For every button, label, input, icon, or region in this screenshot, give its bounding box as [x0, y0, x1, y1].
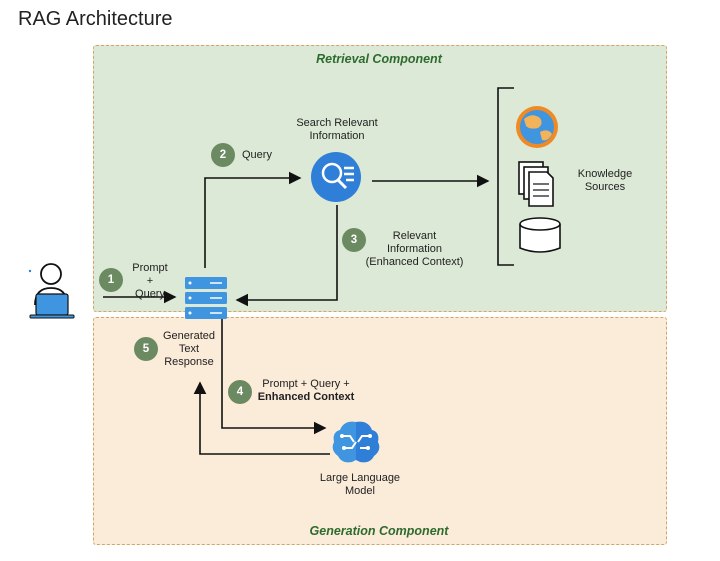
prompt-query-line-2: + [146, 275, 154, 287]
knowledge-sources-label: Knowledge Sources [565, 168, 645, 194]
retrieval-panel-title: Retrieval Component [316, 52, 442, 66]
globe-icon [516, 106, 558, 148]
step-3-badge: 3 [342, 228, 366, 252]
generated-response-line-2: Text [178, 343, 200, 355]
prompt-query-line-1: Prompt [132, 262, 168, 274]
user-at-laptop-icon [28, 263, 75, 319]
generated-response-line-1: Generated [163, 330, 215, 342]
knowledge-sources-line-1: Knowledge [577, 168, 633, 180]
step-1-badge: 1 [99, 268, 123, 292]
llm-line-1: Large Language [319, 472, 401, 484]
step-2-badge: 2 [211, 143, 235, 167]
relevant-info-line-2: Information [386, 243, 443, 255]
documents-icon [518, 161, 554, 207]
step-4-badge: 4 [228, 380, 252, 404]
llm-label: Large Language Model [305, 472, 415, 498]
search-list-icon [311, 152, 361, 202]
server-stack-icon [185, 277, 227, 319]
database-icon [519, 217, 561, 253]
prompt-query-line-3: Query [135, 288, 165, 300]
query-label: Query [242, 149, 272, 161]
generation-panel [93, 317, 667, 545]
prompt-query-context-label: Prompt + Query + Enhanced Context [254, 378, 358, 404]
knowledge-sources-line-2: Sources [584, 181, 626, 193]
relevant-info-line-3: (Enhanced Context) [365, 256, 464, 268]
relevant-info-line-1: Relevant [392, 230, 437, 242]
step-5-badge: 5 [134, 337, 158, 361]
search-relevant-line-2: Information [309, 130, 365, 142]
prompt-query-context-line-2: Enhanced Context [257, 391, 355, 403]
prompt-query-context-line-1: Prompt + Query + [262, 378, 350, 390]
page-title: RAG Architecture [18, 8, 173, 30]
generated-response-line-3: Response [164, 356, 214, 368]
prompt-query-label: Prompt + Query [125, 262, 175, 301]
generation-panel-title: Generation Component [309, 524, 449, 538]
search-relevant-line-1: Search Relevant [296, 117, 378, 129]
llm-line-2: Model [345, 485, 375, 497]
retrieval-panel [93, 45, 667, 312]
relevant-info-label: Relevant Information (Enhanced Context) [362, 230, 467, 269]
generated-response-label: Generated Text Response [160, 330, 218, 369]
search-relevant-label: Search Relevant Information [283, 117, 391, 143]
brain-icon [332, 421, 380, 463]
